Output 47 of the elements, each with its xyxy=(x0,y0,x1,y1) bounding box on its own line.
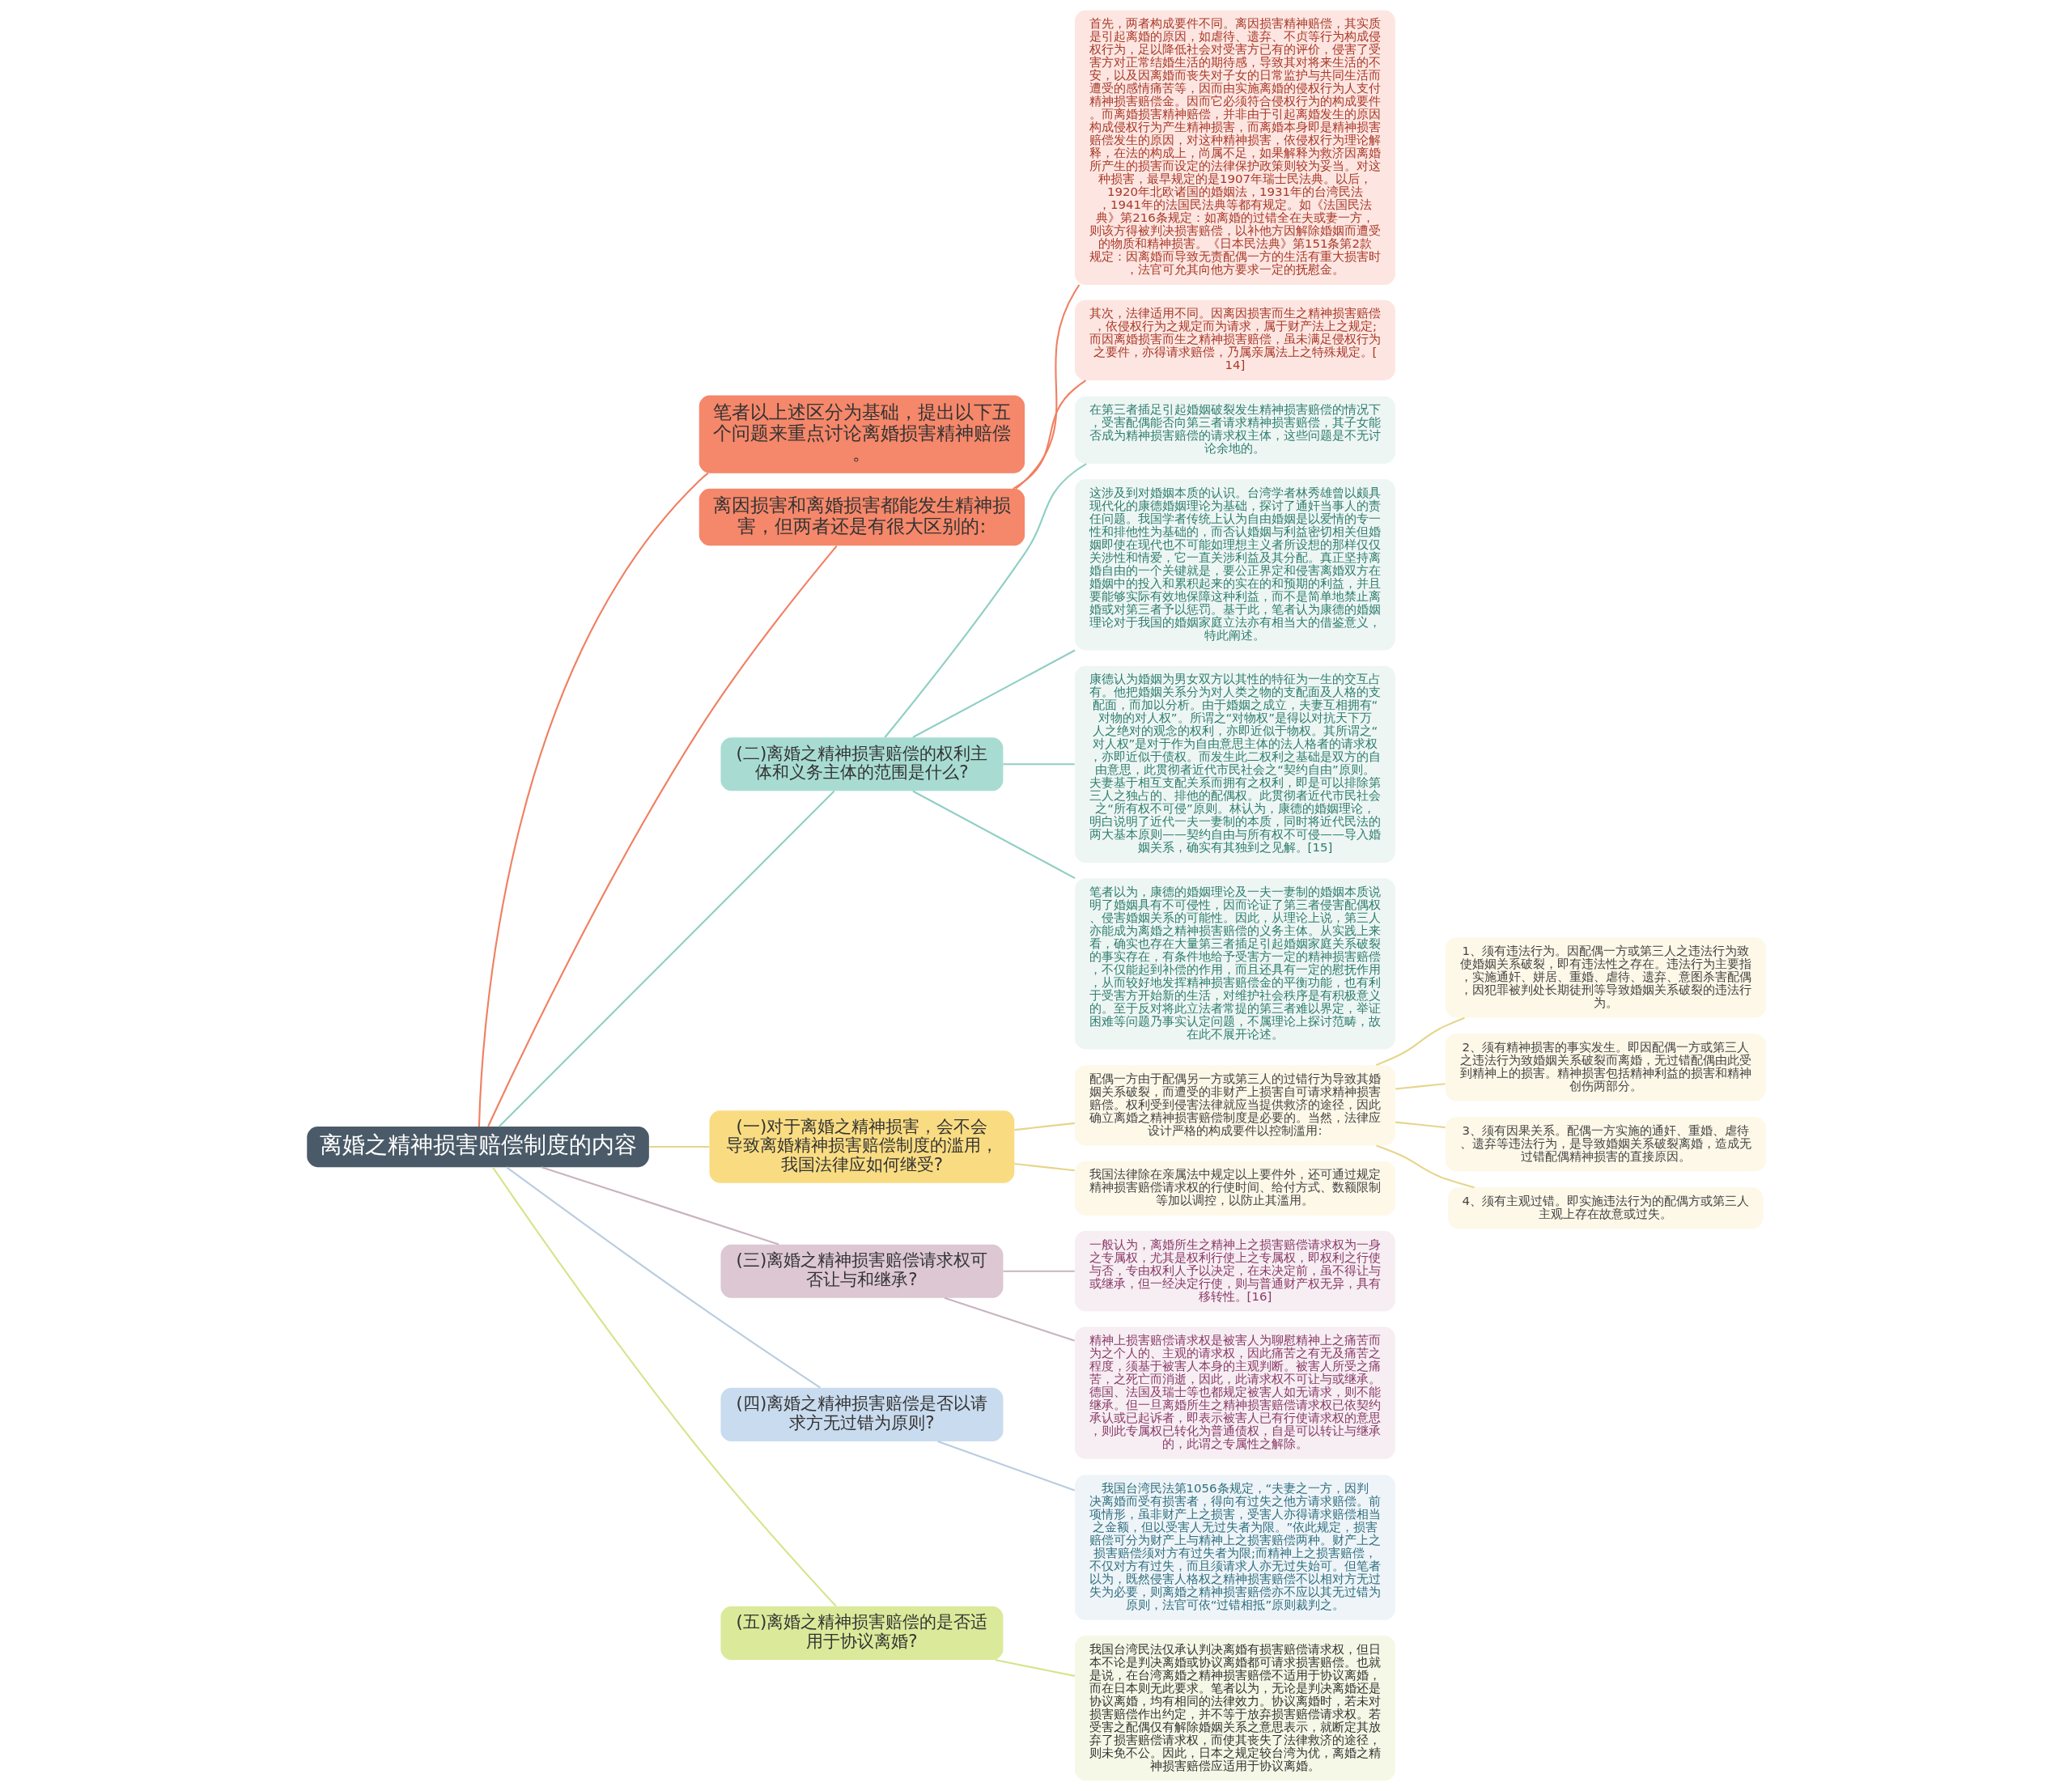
node-box: (四)离婚之精神损害赔偿是否以请求方无过错为原则? xyxy=(720,1387,1003,1441)
connector xyxy=(648,1146,709,1148)
connector xyxy=(911,649,1076,738)
connector xyxy=(541,1166,779,1246)
connector xyxy=(884,463,1087,738)
connector xyxy=(498,790,834,1127)
connector xyxy=(505,1166,821,1389)
node-box: 1、须有违法行为。因配偶一方或第三人之违法行为致使婚姻关系破裂，即有违法性之存在。违法行为主要指，实施通奸、姘居、重婚、虐待、遗弃、意图杀害配偶，因犯罪被判处长期徒刑等导致婚姻关系破裂的违法行为。 xyxy=(1445,937,1766,1018)
node-box: 离因损害和离婚损害都能发生精神损害，但两者还是有很大区别的: xyxy=(698,488,1025,546)
node-box: 4、须有主观过错。即实施违法行为的配偶方或第三人主观上存在故意或过失。 xyxy=(1447,1187,1764,1229)
connector xyxy=(1013,1162,1075,1172)
node-box: 康德认为婚姻为男女双方以其性的特征为一生的交互占有。他把婚姻关系分为对人类之物的支配面及人格的支配面，而加以分析。由于婚姻之成立，夫妻互相拥有“对物的对人权”。所谓之“对物权”是得以对抗天下万人之绝对的观念的权利，亦即近似于物权。其所谓之“对人权”是对于作为自由意思主体的法人格者的请求权，亦即近似于债权。而发生此二权利之基础是双方的自由意思，此贯彻者近代市民社会之“契约自由”原则。夫妻基于相互支配关系而拥有之权利，即是可以排除第三人之独占的、排他的配偶权。此贯彻者近代市民社会之“所有权不可侵”原则。林认为，康德的婚姻理论，明白说明了近代一夫一妻制的本质，同时将近代民法的两大基本原则——契约自由与所有权不可侵——导入婚姻关系，确实有其独到之见解。[15] xyxy=(1074,665,1395,863)
node-box: 我国台湾民法仅承认判决离婚有损害赔偿请求权，但日本不论是判决离婚或协议离婚都可请求损害赔偿。也就是说，在台湾离婚之精神损害赔偿不适用于协议离婚，而在日本则无此要求。笔者以为，无论是判决离婚还是协议离婚，均有相同的法律效力。协议离婚时，若未对损害赔偿作出约定，并不等于放弃损害赔偿请求权。若受害之配偶仅有解除婚姻关系之意思表示，就断定其放弃了损害赔偿请求权，而使其丧失了法律救济的途径，则未免不公。因此，日本之规定较台湾为优，离婚之精神损害赔偿应适用于协议离婚。 xyxy=(1074,1636,1395,1781)
connector xyxy=(478,472,709,1127)
node-box: 首先，两者构成要件不同。离因损害精神赔偿，其实质是引起离婚的原因，如虐待、遗弃、不贞等行为构成侵权行为，足以降低社会对受害方已有的评价，侵害了受害方对正常结婚生活的期待感，导致其对将来生活的不安，以及因离婚而丧失对子女的日常监护与共同生活而遭受的感情痛苦等，因而由实施离婚的侵权行为人支付精神损害赔偿金。因而它必须符合侵权行为的构成要件。而离婚损害精神赔偿，并非由于引起离婚发生的原因构成侵权行为产生精神损害，而离婚本身即是精神损害赔偿发生的原因，对这种精神损害，依侵权行为理论解释，在法的构成上，尚属不足，如果解释为救济因离婚所产生的损害而设定的法律保护政策则较为妥当。对这种损害，最早规定的是1907年瑞士民法典。以后，1920年北欧诸国的婚姻法，1931年的台湾民法，1941年的法国民法典等都有规定。如《法国民法典》第216条规定：如离婚的过错全在夫或妻一方，则该方得被判决损害赔偿，以补他方因解除婚姻而遭受的物质和精神损害。《日本民法典》第151条第2款规定：因离婚而导致无责配偶一方的生活有重大损害时，法官可允其向他方要求一定的抚慰金。 xyxy=(1074,10,1395,285)
node-box: 我国法律除在亲属法中规定以上要件外，还可通过规定精神损害赔偿请求权的行使时间、给付方式、数额限制等加以调控，以防止其滥用。 xyxy=(1074,1161,1395,1216)
connector xyxy=(1012,380,1086,490)
node-box: 笔者以为，康德的婚姻理论及一夫一妻制的婚姻本质说明了婚姻具有不可侵性，因而论证了第三者侵害配偶权、侵害婚姻关系的可能性。因此，从理论上说，第三人亦能成为离婚之精神损害赔偿的义务主体。从实践上来看，确实也存在大量第三者插足引起婚姻家庭关系破裂的事实存在，有条件地给予受害方一定的精神损害赔偿，不仅能起到补偿的作用，而且还具有一定的慰抚作用，从而较好地发挥精神损害赔偿金的平衡功能，也有利于受害方开始新的生活，对维护社会秩序是有积极意义的。至于反对将此立法者常提的第三者难以界定，举证困难等问题乃事实认定问题，不属理论上探讨范畴，故在此不展开论述。 xyxy=(1074,878,1395,1050)
connector xyxy=(1003,763,1075,766)
node-box: 精神上损害赔偿请求权是被害人为聊慰精神上之痛苦而为之个人的、主观的请求权，因此痛苦之有无及痛苦之程度，须基于被害人本身的主观判断。被害人所受之痛苦，之死亡而消逝，因此，此请求权不可让与或继承。德国、法国及瑞士等也都规定被害人如无请求，则不能继承。但一旦离婚所生之精神损害赔偿请求权已依契约承认或已起诉者，即表示被害人已有行使请求权的意思，则此专属权已转化为普通债权，自是可以转让与继承的，此谓之专属性之解除。 xyxy=(1074,1326,1395,1459)
connector xyxy=(1375,1016,1465,1067)
connector xyxy=(1013,1122,1075,1131)
connector xyxy=(936,1441,1075,1492)
connector xyxy=(1015,284,1080,490)
node-box: 2、须有精神损害的事实发生。即因配偶一方或第三人之违法行为致婚姻关系破裂而离婚，无过错配偶由此受到精神上的损害。精神损害包括精神利益的损害和精神创伤两部分。 xyxy=(1445,1033,1766,1101)
connector xyxy=(944,1297,1075,1342)
node-box: (五)离婚之精神损害赔偿的是否适用于协议离婚? xyxy=(720,1606,1003,1660)
node-box: 在第三者插足引起婚姻破裂发生精神损害赔偿的情况下，受害配偶能否向第三者请求精神损害赔偿，其子女能否成为精神损害赔偿的请求权主体，这些问题是不无讨论余地的。 xyxy=(1074,396,1395,464)
node-box: 笔者以上述区分为基础，提出以下五个问题来重点讨论离婚损害精神赔偿。 xyxy=(698,395,1025,473)
connector xyxy=(486,545,838,1127)
connector xyxy=(911,790,1076,880)
connector xyxy=(1003,1270,1075,1272)
node-box: 3、须有因果关系。配偶一方实施的通奸、重婚、虐待、遗弃等违法行为，是导致婚姻关系破裂离婚，造成无过错配偶精神损害的直接原因。 xyxy=(1445,1117,1766,1172)
node-box: 这涉及到对婚姻本质的认识。台湾学者林秀雄曾以颇具现代化的康德婚姻理论为基础，探讨了通奸当事人的责任问题。我国学者传统上认为自由婚姻是以爱情的专一性和排他性为基础的，而否认婚姻与利益密切相关但婚姻即使在现代也不可能如理想主义者所设想的那样仅仅关涉性和情爱，它一直关涉利益及其分配。真正坚持离婚自由的一个关键就是，要公正界定和侵害离婚双方在婚姻中的投入和累积起来的实在的和预期的利益，并且要能够实际有效地保障这种利益，而不是简单地禁止离婚或对第三者予以惩罚。基于此，笔者认为康德的婚姻理论对于我国的婚姻家庭立法亦有相当大的借鉴意义，特此阐述。 xyxy=(1074,479,1395,651)
connector xyxy=(1395,1121,1446,1129)
connector xyxy=(1375,1144,1475,1189)
node-box: 我国台湾民法第1056条规定，“夫妻之一方，因判决离婚而受有损害者，得向有过失之他方请求赔偿。前项情形，虽非财产上之损害，受害人亦得请求赔偿相当之金额，但以受害人无过失者为限。”依此规定，损害赔偿可分为财产上与精神上之损害赔偿两种。财产上之损害赔偿须对方有过失者为限;而精神上之损害赔偿，不仅对方有过失，而且须请求人亦无过失始可。但笔者以为，既然侵害人格权之精神损害赔偿不以相对方无过失为必要，则离婚之精神损害赔偿亦不应以其无过错为原则，法官可依“过错相抵”原则裁判之。 xyxy=(1074,1475,1395,1620)
node-box: (三)离婚之精神损害赔偿请求权可否让与和继承? xyxy=(720,1244,1003,1298)
connector xyxy=(1395,1083,1446,1090)
node-box: (二)离婚之精神损害赔偿的权利主体和义务主体的范围是什么? xyxy=(720,737,1003,792)
connector xyxy=(491,1166,836,1607)
connector xyxy=(995,1658,1075,1677)
node-box: (一)对于离婚之精神损害，会不会导致离婚精神损害赔偿制度的滥用，我国法律应如何继受? xyxy=(709,1110,1014,1183)
node-box: 一般认为，离婚所生之精神上之损害赔偿请求权为一身之专属权，尤其是权利行使上之专属权，即权利之行使与否，专由权利人予以决定，在未决定前，虽不得让与或继承，但一经决定行使，则与普通财产权无异，具有移转性。[16] xyxy=(1074,1231,1395,1312)
node-box: 配偶一方由于配偶另一方或第三人的过错行为导致其婚姻关系破裂，而遭受的非财产上损害自可请求精神损害赔偿。权利受到侵害法律就应当提供救济的途径，因此确立离婚之精神损害赔偿制度是必要的。当然，法律应设计严格的构成要件以控制滥用: xyxy=(1074,1065,1395,1146)
node-box: 其次，法律适用不同。因离因损害而生之精神损害赔偿，依侵权行为之规定而为请求，属于财产法上之规定;而因离婚损害而生之精神损害赔偿，虽未满足侵权行为之要件，亦得请求赔偿，乃属亲属法上之特殊规定。[14] xyxy=(1074,299,1395,380)
node-box: 离婚之精神损害赔偿制度的内容 xyxy=(306,1126,649,1168)
